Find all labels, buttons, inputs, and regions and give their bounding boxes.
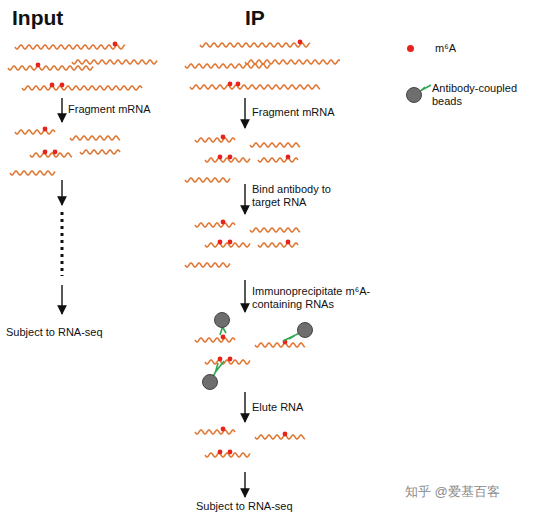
step-label: Immunoprecipitate m⁶A-containing RNAs [252,285,374,311]
bead [407,88,422,103]
column-heading: Input [12,6,102,30]
rna-strand [185,64,270,68]
column-heading: IP [245,6,295,30]
m6a-dot [298,40,303,45]
rna-strand [255,343,305,347]
rna-strand [195,223,235,227]
m6a-dot [50,83,55,88]
bead [215,313,230,328]
rna-strand [255,435,305,439]
rna-strand [22,86,142,90]
m6a-dot [283,432,288,437]
m6a-dot [221,220,226,225]
m6a-dot [228,240,233,245]
m6a-dot [43,127,48,132]
m6a-dot [228,155,233,160]
dotted-steps [61,212,64,276]
rna-strand [190,85,320,89]
step-label: Subject to RNA-seq [6,326,126,339]
rna-strand [258,158,298,162]
m6a-dot [113,42,118,47]
legend-text: m⁶A [435,42,515,55]
rna-strand [195,338,235,342]
rna-strand [205,243,250,247]
m6a-dot [218,450,223,455]
rna-strand [15,130,55,134]
rna-strand [195,430,235,434]
step-label: Elute RNA [252,401,352,414]
m6a-dot [221,427,226,432]
step-arrow [244,472,245,497]
antibody [283,335,296,341]
step-arrow [244,280,245,312]
antibody [421,85,431,91]
m6a-dot [36,63,41,68]
m6a-dot [228,357,233,362]
step-arrow [244,392,245,422]
m6a-dot [286,240,291,245]
m6a-dot [218,240,223,245]
rna-strand [258,243,298,247]
rna-strand [15,45,125,49]
rna-strand [185,178,230,182]
antibody [216,361,225,372]
rna-strand [245,60,340,64]
bead [203,375,218,390]
legend-text: Antibody-coupled beads [432,82,532,108]
m6a-dot [228,450,233,455]
m6a-dot [228,82,233,87]
m6a-dot [221,135,226,140]
rna-strand [10,171,55,175]
m6a-dot [218,357,223,362]
step-label: Fragment mRNA [68,103,168,116]
step-arrow [61,285,62,314]
m6a-dot [43,150,48,155]
rna-strand [205,453,250,457]
legend-swatch [407,45,414,52]
antibody [220,327,226,335]
rna-strand [8,66,93,70]
rna-strand [195,138,235,142]
rna-strand [72,60,157,64]
step-arrow [61,98,62,122]
rna-strand [30,153,72,157]
rna-strand [70,136,120,140]
rna-strand [200,43,310,47]
step-label: Bind antibody to target RNA [252,183,332,209]
step-label: Subject to RNA-seq [196,500,326,513]
step-arrow [244,184,245,214]
m6a-dot [60,83,65,88]
watermark: 知乎 @爱基百客 [405,484,535,499]
rna-strand [250,143,300,147]
m6a-dot [221,335,226,340]
m6a-dot [218,155,223,160]
bead [298,323,313,338]
m6a-dot [286,155,291,160]
rna-strand [250,228,300,232]
m6a-dot [53,150,58,155]
rna-strand [80,150,120,154]
step-label: Fragment mRNA [252,106,352,119]
step-arrow [61,180,62,205]
rna-strand [185,263,230,267]
rna-strand [205,360,250,364]
step-arrow [244,98,245,128]
rna-strand [205,158,250,162]
m6a-dot [236,82,241,87]
